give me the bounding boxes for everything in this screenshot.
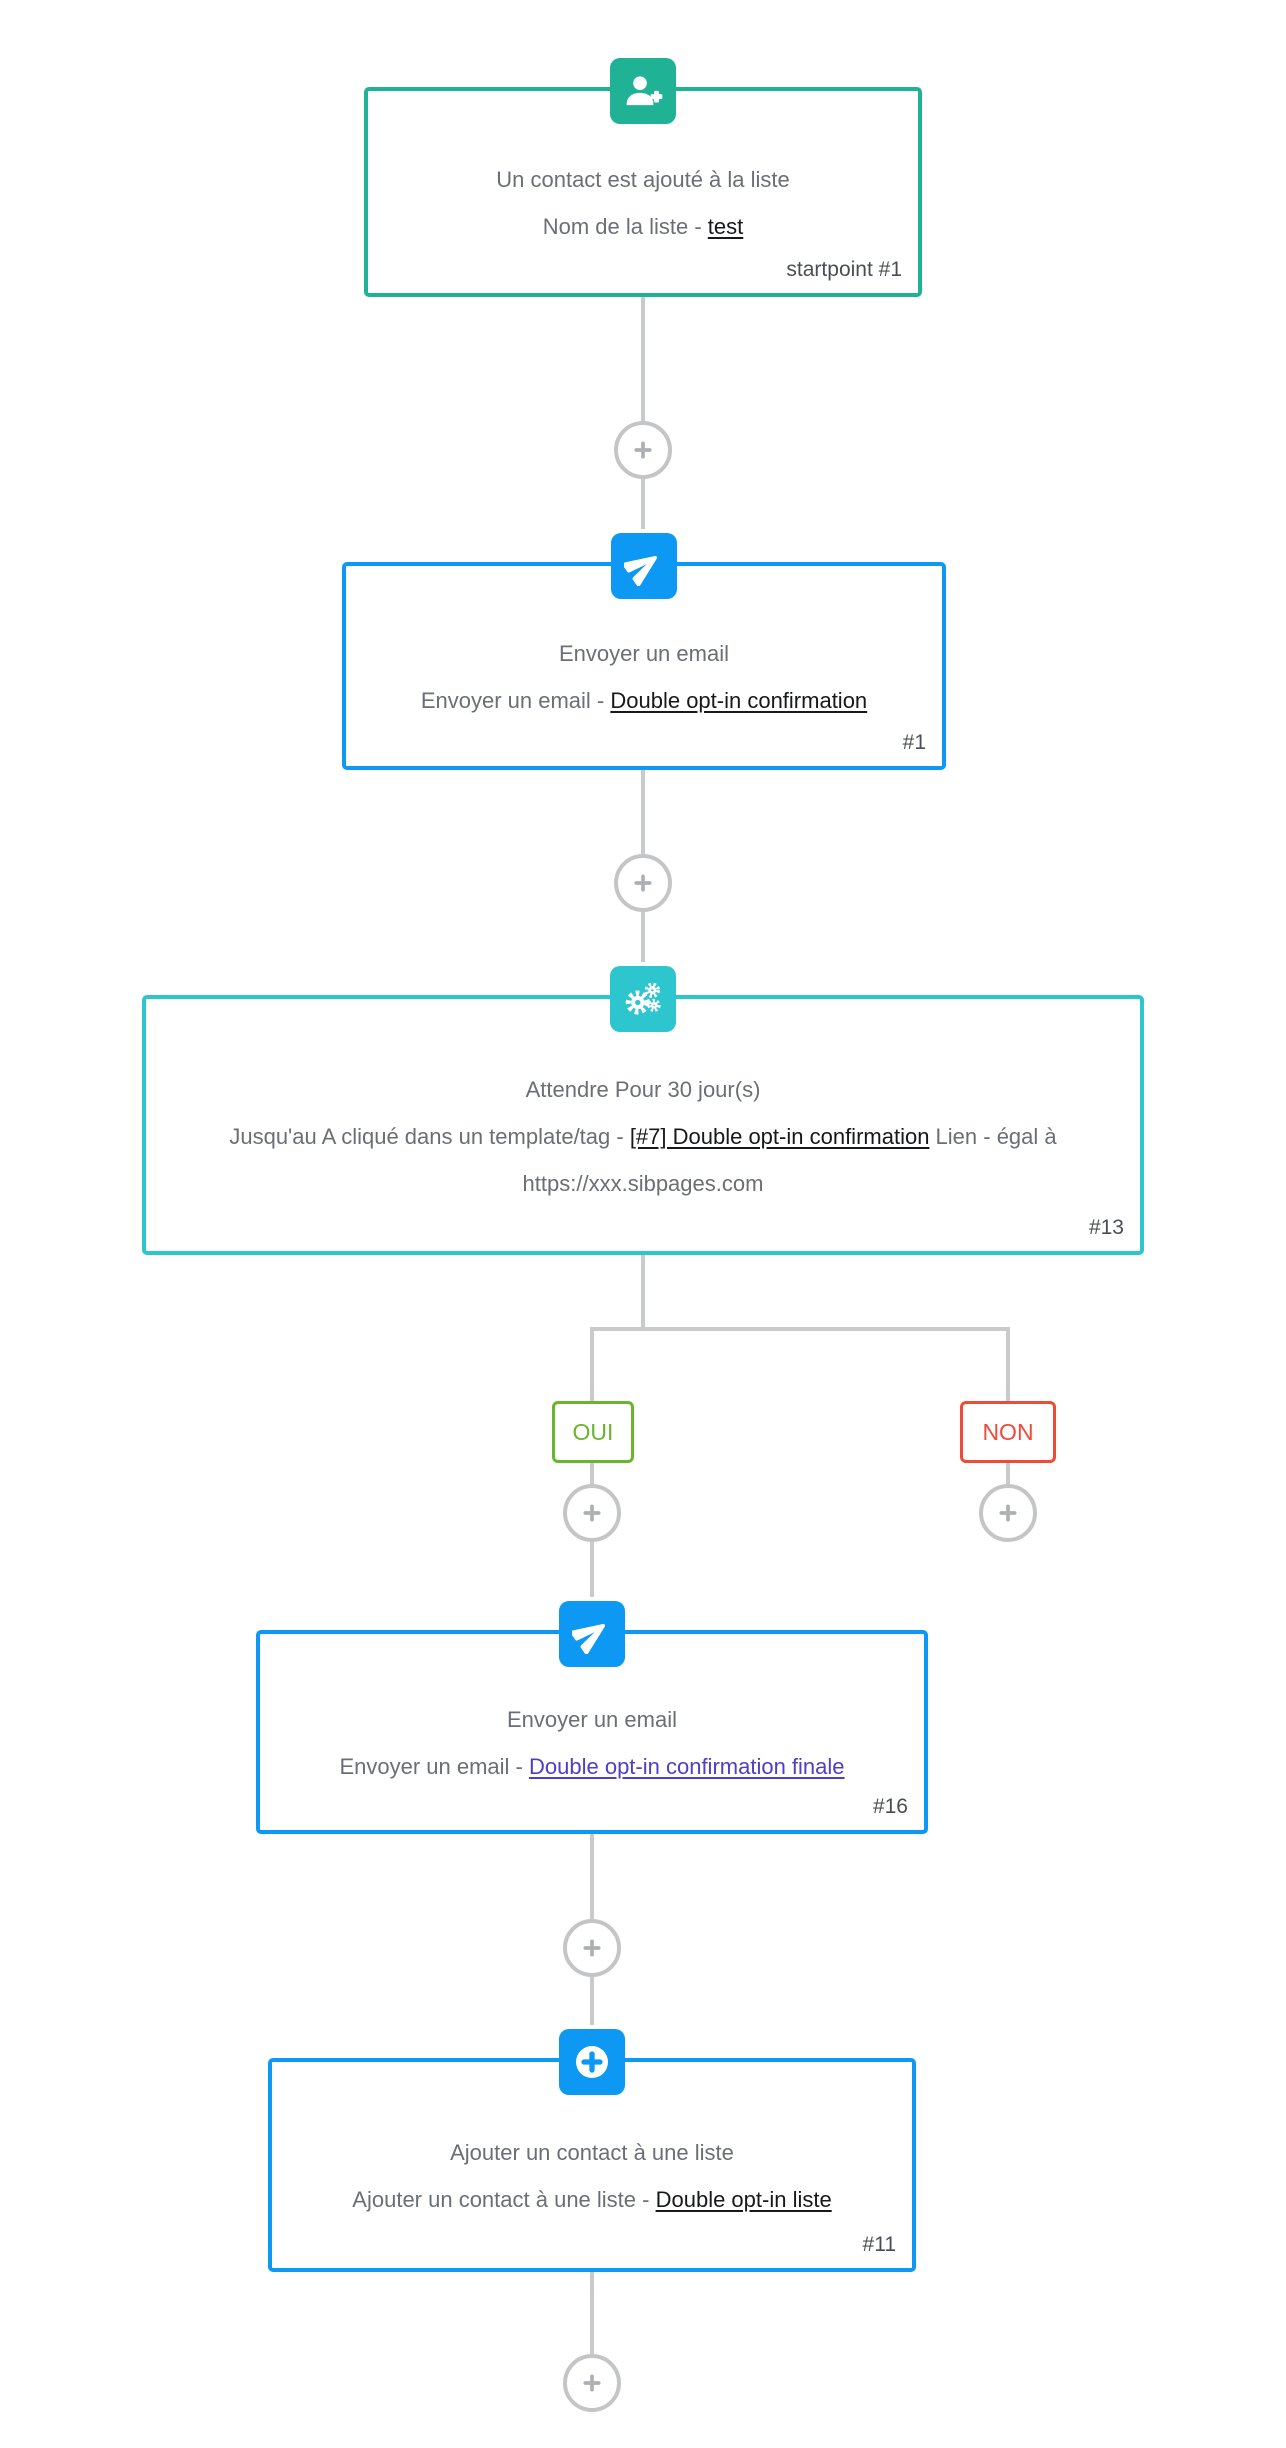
branch-no-text: NON: [982, 1418, 1034, 1445]
plus-icon: [583, 1504, 601, 1522]
node-subtitle: Jusqu'au A cliqué dans un template/tag -…: [188, 1113, 1098, 1207]
plus-circle-icon: [559, 2029, 625, 2095]
connector-line: [641, 912, 645, 962]
paper-plane-icon: [611, 533, 677, 599]
node-subtitle: Envoyer un email - Double opt-in confirm…: [302, 1743, 882, 1790]
email-template-link[interactable]: Double opt-in confirmation: [610, 688, 868, 713]
add-step-button[interactable]: [614, 421, 672, 479]
gears-icon: [610, 966, 676, 1032]
node-badge: startpoint #1: [786, 258, 902, 281]
branch-no-line: [1006, 1331, 1010, 1401]
connector-line: [590, 2272, 594, 2354]
node-subtitle: Nom de la liste - test: [410, 203, 876, 250]
node-title: Attendre Pour 30 jour(s): [525, 1076, 761, 1102]
add-step-button[interactable]: [563, 2354, 621, 2412]
add-step-button[interactable]: [563, 1484, 621, 1542]
list-link[interactable]: test: [707, 214, 744, 239]
template-tag-link[interactable]: [#7] Double opt-in confirmation: [629, 1123, 930, 1149]
node-badge: #11: [862, 2233, 896, 2256]
connector-line: [590, 1542, 594, 1597]
add-step-button[interactable]: [563, 1919, 621, 1977]
subtitle-prefix: Envoyer un email -: [420, 688, 611, 713]
connector-line: [590, 1834, 594, 1919]
node-title: Ajouter un contact à une liste: [450, 2140, 734, 2165]
node-add-contact-to-list[interactable]: Ajouter un contact à une liste Ajouter u…: [268, 2029, 916, 2272]
connector-line: [641, 479, 645, 529]
paper-plane-icon: [559, 1601, 625, 1667]
connector-line: [590, 1977, 594, 2025]
connector-line: [641, 1255, 645, 1331]
branch-label-no: NON: [960, 1401, 1056, 1463]
node-title: Un contact est ajouté à la liste: [496, 167, 790, 192]
add-step-button[interactable]: [979, 1484, 1037, 1542]
add-step-button[interactable]: [614, 854, 672, 912]
node-badge: #13: [1088, 1216, 1124, 1239]
node-subtitle: Ajouter un contact à une liste - Double …: [314, 2176, 870, 2223]
node-subtitle: Envoyer un email - Double opt-in confirm…: [388, 677, 900, 724]
plus-icon: [583, 2374, 601, 2392]
subtitle-prefix: Jusqu'au A cliqué dans un template/tag -: [229, 1123, 630, 1149]
subtitle-prefix: Ajouter un contact à une liste -: [352, 2187, 656, 2212]
node-trigger-contact-added[interactable]: Un contact est ajouté à la liste Nom de …: [364, 58, 922, 297]
subtitle-prefix: Envoyer un email -: [339, 1754, 529, 1779]
plus-icon: [634, 874, 652, 892]
branch-connector-line: [590, 1327, 1010, 1331]
connector-line: [641, 770, 645, 854]
subtitle-prefix: Nom de la liste -: [542, 214, 708, 239]
connector-line: [590, 1462, 594, 1484]
plus-icon: [999, 1504, 1017, 1522]
branch-label-yes: OUI: [552, 1401, 634, 1463]
email-template-link[interactable]: Double opt-in confirmation finale: [529, 1754, 845, 1779]
user-plus-icon: [610, 58, 676, 124]
connector-line: [641, 297, 645, 421]
node-badge: #16: [872, 1795, 908, 1818]
node-title: Envoyer un email: [507, 1707, 677, 1732]
node-send-email-final[interactable]: Envoyer un email Envoyer un email - Doub…: [256, 1601, 928, 1834]
connector-line: [1006, 1462, 1010, 1484]
subtitle-suffix: Lien - égal à https://xxx.sibpages.com: [522, 1123, 1057, 1196]
node-badge: #1: [902, 731, 926, 754]
node-wait-condition[interactable]: Attendre Pour 30 jour(s) Jusqu'au A cliq…: [142, 966, 1144, 1255]
plus-icon: [583, 1939, 601, 1957]
plus-icon: [634, 441, 652, 459]
list-link[interactable]: Double opt-in liste: [655, 2187, 832, 2212]
branch-yes-line: [590, 1331, 594, 1401]
node-send-email-1[interactable]: Envoyer un email Envoyer un email - Doub…: [342, 533, 946, 770]
branch-yes-text: OUI: [572, 1418, 614, 1445]
node-title: Envoyer un email: [559, 641, 729, 666]
